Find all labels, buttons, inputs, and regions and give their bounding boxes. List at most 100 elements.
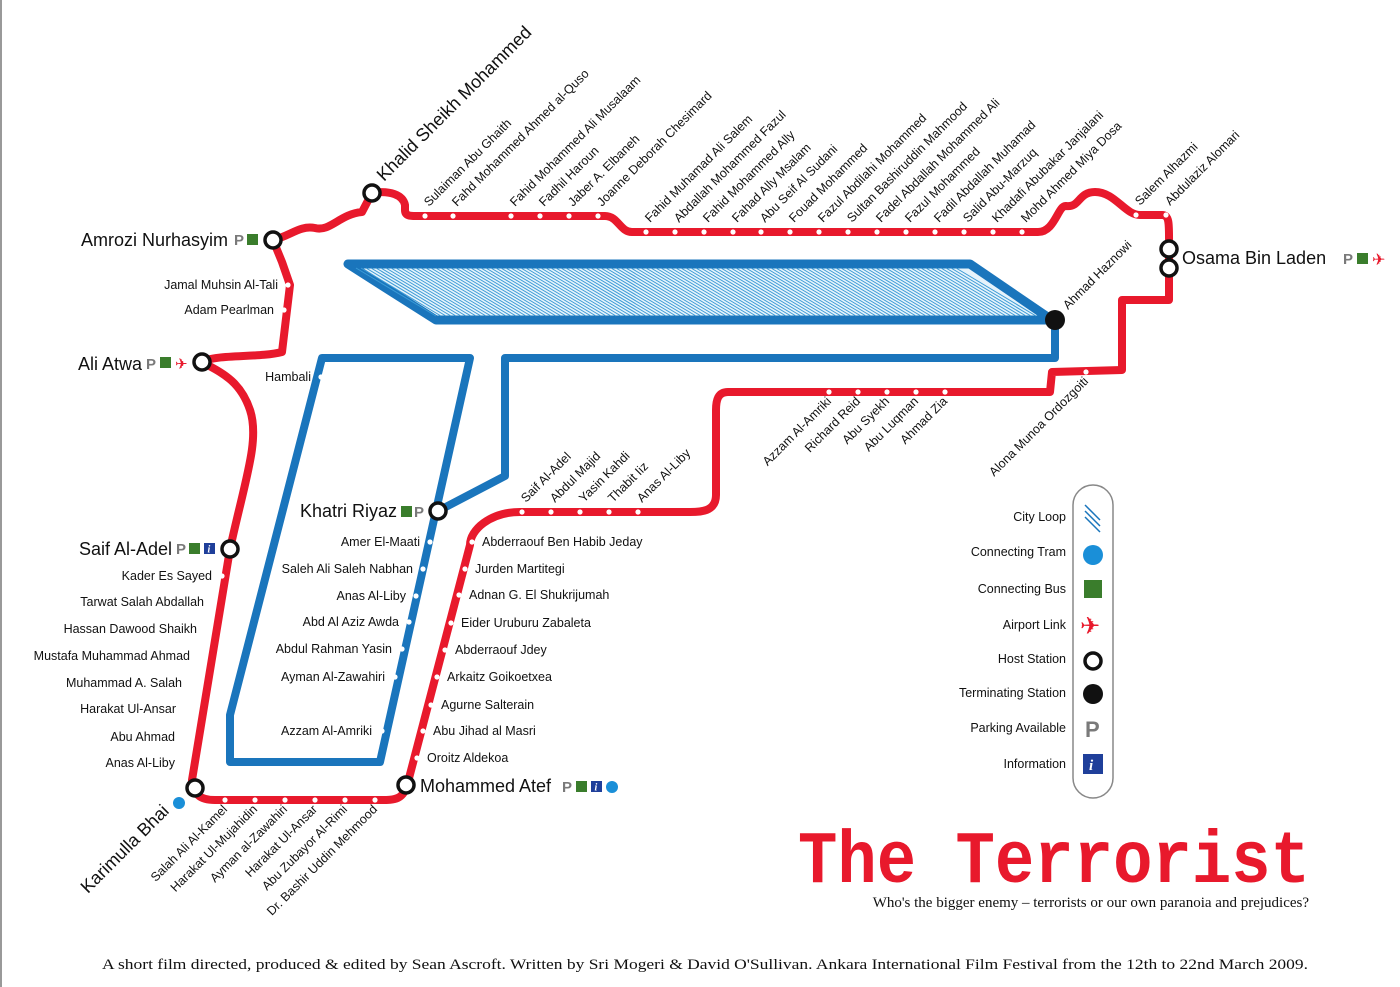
hatch-line <box>625 267 707 317</box>
station-dot <box>508 213 514 219</box>
station-dot <box>672 229 678 235</box>
hatch-line <box>365 267 447 317</box>
station-dot <box>222 797 228 803</box>
hatch-line <box>725 267 807 317</box>
station-diag[interactable]: Adnan G. El Shukrijumah <box>456 588 609 602</box>
station-label: Mohammed Atef <box>420 776 552 796</box>
station-label: Ali Atwa <box>78 354 143 374</box>
station-dot <box>456 592 462 598</box>
station-label: Saleh Ali Saleh Nabhan <box>282 562 413 576</box>
hatch-line <box>810 267 892 317</box>
station-dot <box>420 566 426 572</box>
tram-handle-loop <box>226 354 474 766</box>
station-dot <box>961 229 967 235</box>
station-dot <box>420 728 426 734</box>
station-left_lower[interactable]: Anas Al-Liby <box>106 756 188 770</box>
station-label: Khalid Sheikh Mohammed <box>373 22 536 185</box>
station-left_lower[interactable]: Harakat Ul-Ansar <box>80 702 189 716</box>
bus-icon <box>160 357 171 368</box>
station-dot <box>942 389 948 395</box>
hatch-line <box>370 267 452 317</box>
hatch-line <box>865 267 947 317</box>
station-diag[interactable]: Eider Uruburu Zabaleta <box>448 616 591 630</box>
station-blue_left[interactable]: Hambali <box>265 370 324 384</box>
hatch-line <box>545 267 627 317</box>
legend-label: Terminating Station <box>959 686 1066 700</box>
hatch-line <box>705 267 787 317</box>
station-blue_right[interactable]: Ayman Al-Zawahiri <box>281 670 398 684</box>
station-left_lower[interactable]: Tarwat Salah Abdallah <box>80 595 217 609</box>
hatch-line <box>930 267 1012 317</box>
station-ali-atwa[interactable]: Ali Atwa P ✈ <box>78 352 212 374</box>
station-dot <box>414 755 420 761</box>
station-label: Hassan Dawood Shaikh <box>64 622 197 636</box>
station-diag[interactable]: Oroitz Aldekoa <box>414 751 508 765</box>
station-left_lower[interactable]: Kader Es Sayed <box>122 569 225 583</box>
station-label: Adam Pearlman <box>184 303 274 317</box>
hatch-line <box>770 267 852 317</box>
station-left_lower[interactable]: Muhammad A. Salah <box>66 676 195 690</box>
hatch-line <box>695 267 777 317</box>
station-amrozi[interactable]: Amrozi Nurhasyim P <box>81 230 283 250</box>
tram-line <box>436 320 1059 515</box>
station-blue_right[interactable]: Azzam Al-Amriki <box>281 724 385 738</box>
hatch-line <box>620 267 702 317</box>
station-trigger[interactable]: Anas Al-Liby <box>634 446 694 515</box>
station-blue_right[interactable]: Anas Al-Liby <box>337 589 419 603</box>
station-dot <box>422 213 428 219</box>
station-diag[interactable]: Abderraouf Jdey <box>442 643 547 657</box>
station-label: Khadafi Abubakar Janjalani <box>989 108 1106 225</box>
station-blue_right[interactable]: Amer El-Maati <box>341 535 433 549</box>
station-diag[interactable]: Abu Jihad al Masri <box>420 724 536 738</box>
station-label: Anas Al-Liby <box>106 756 176 770</box>
station-label: Adnan G. El Shukrijumah <box>469 588 609 602</box>
station-left_lower[interactable]: Mustafa Muhammad Ahmad <box>34 649 203 663</box>
station-dot <box>219 573 225 579</box>
hatch-line <box>415 267 497 317</box>
hatch-line <box>550 267 632 317</box>
station-diag[interactable]: Jurden Martitegi <box>462 562 565 576</box>
legend-label: City Loop <box>1013 510 1066 524</box>
hatch-line <box>445 267 527 317</box>
hatch-line <box>900 267 982 317</box>
hatch-line <box>740 267 822 317</box>
station-label: Eider Uruburu Zabaleta <box>461 616 591 630</box>
station-left_lower[interactable]: Abu Ahmad <box>110 730 188 744</box>
hatch-line <box>790 267 872 317</box>
hatch-line <box>520 267 602 317</box>
station-dot <box>448 620 454 626</box>
station-dot <box>826 389 832 395</box>
station-diag[interactable]: Arkaitz Goikoetxea <box>434 670 552 684</box>
station-blue_right[interactable]: Saleh Ali Saleh Nabhan <box>282 562 426 576</box>
station-left_upper[interactable]: Jamal Muhsin Al-Tali <box>164 278 291 292</box>
hatch-line <box>610 267 692 317</box>
station-dot <box>182 734 188 740</box>
hatch-line <box>955 267 1037 317</box>
bus-icon <box>576 781 587 792</box>
station-dot <box>204 626 210 632</box>
station-khatri-riyaz[interactable]: Khatri Riyaz P <box>300 501 448 521</box>
station-dot <box>913 389 919 395</box>
hatch-line <box>940 267 1022 317</box>
station-left_lower[interactable]: Hassan Dawood Shaikh <box>64 622 210 636</box>
station-left_upper[interactable]: Adam Pearlman <box>184 303 287 317</box>
station-label: Kader Es Sayed <box>122 569 212 583</box>
station-dot <box>548 509 554 515</box>
hatch-line <box>450 267 532 317</box>
station-osama-bin-laden[interactable]: Osama Bin Laden P ✈ <box>1159 239 1385 278</box>
hatch-line <box>850 267 932 317</box>
station-right_single[interactable]: Alona Munoa Ordozgoiti <box>986 369 1091 479</box>
hatch-line <box>950 267 1032 317</box>
station-saif-al-adel[interactable]: Saif Al-Adel P i <box>79 539 240 559</box>
station-blue_right[interactable]: Abd Al Aziz Awda <box>303 615 412 629</box>
station-label: Amer El-Maati <box>341 535 420 549</box>
station-dot <box>211 599 217 605</box>
hatch-line <box>935 267 1017 317</box>
station-diag[interactable]: Agurne Salterain <box>428 698 534 712</box>
station-dot <box>884 389 890 395</box>
station-blue_right[interactable]: Abdul Rahman Yasin <box>276 642 405 656</box>
info-icon <box>204 543 215 554</box>
station-diag[interactable]: Abderraouf Ben Habib Jeday <box>469 535 643 549</box>
station-mohammed-atef[interactable]: Mohammed Atef P i <box>396 775 618 796</box>
station-label: Abu Jihad al Masri <box>433 724 536 738</box>
